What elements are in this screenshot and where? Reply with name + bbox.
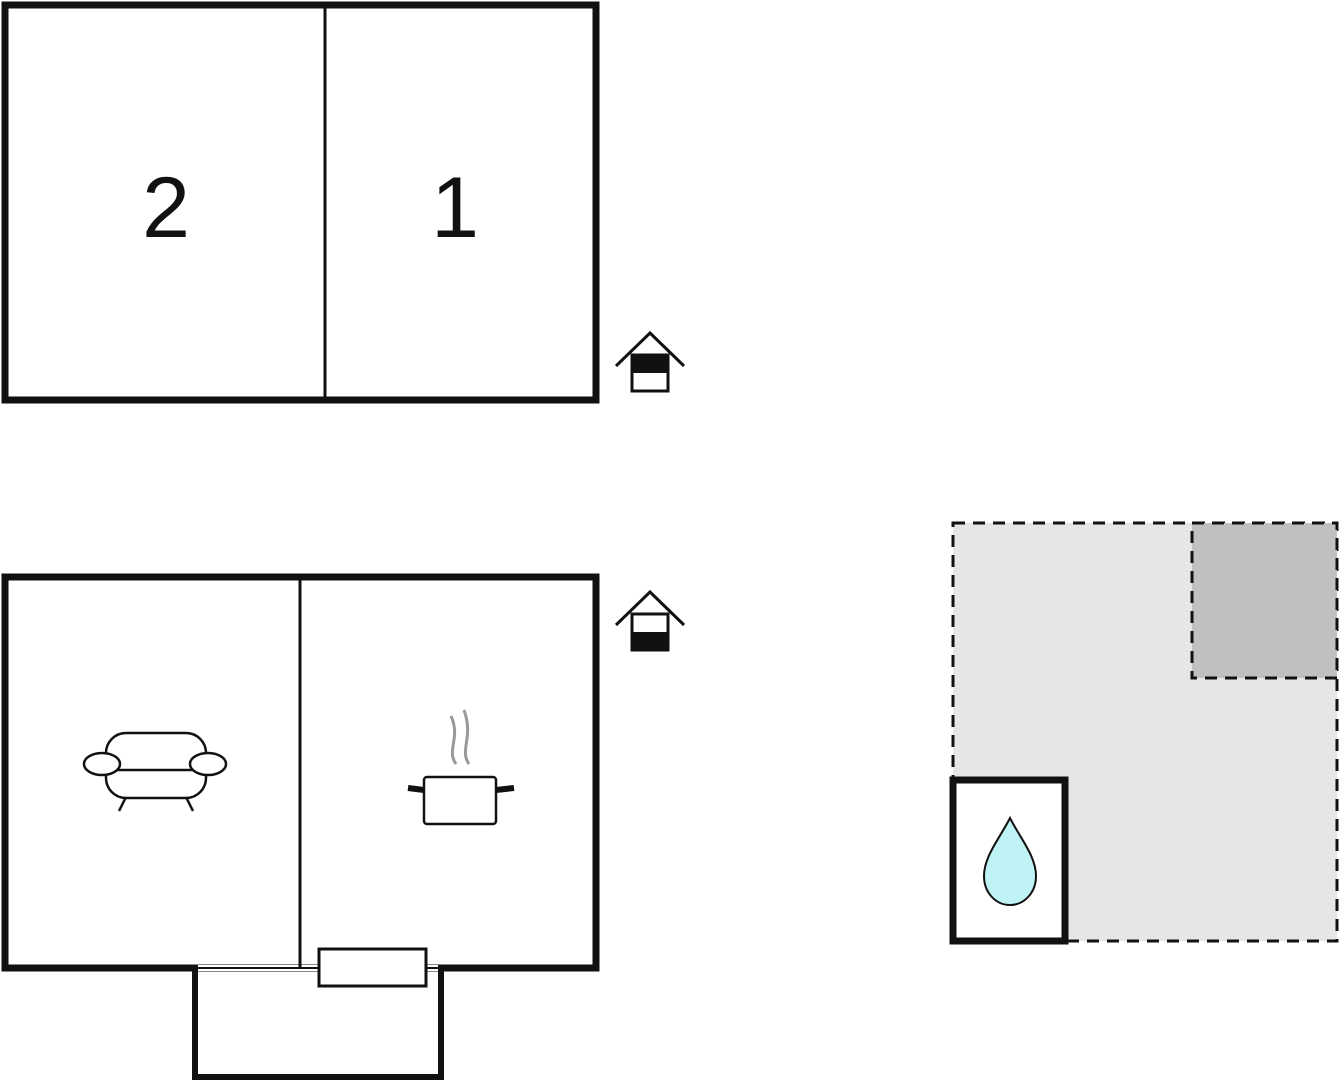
water-drop-icon — [982, 815, 1038, 907]
ground-floor — [1, 573, 600, 1080]
house-upper-floor-icon — [614, 330, 686, 393]
terrace-area — [1190, 521, 1339, 680]
outdoor-area — [949, 521, 1339, 945]
house-ground-floor-icon — [614, 589, 686, 652]
sofa-icon — [82, 731, 228, 812]
upper-floor-outline — [1, 1, 600, 404]
cooking-pot-icon — [407, 709, 515, 826]
room-label-1: 1 — [431, 160, 479, 256]
upper-floor: 2 1 — [1, 1, 600, 404]
room-label-2: 2 — [142, 160, 190, 256]
window — [317, 947, 428, 988]
